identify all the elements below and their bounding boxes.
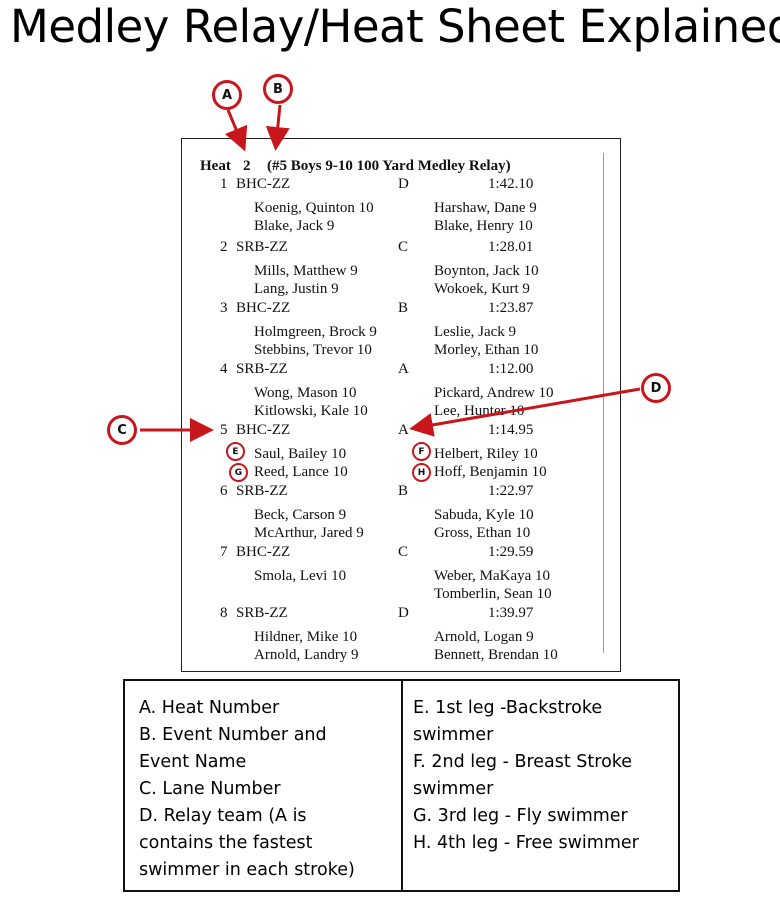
relay-letter: C bbox=[398, 544, 409, 560]
seed-time: 1:23.87 bbox=[488, 300, 534, 316]
heat-sheet: Heat 2 (#5 Boys 9-10 100 Yard Medley Relay… bbox=[181, 138, 621, 672]
lane-number: 4 bbox=[220, 361, 228, 377]
swimmer-name: Saul, Bailey 10 bbox=[254, 446, 347, 462]
lane-number: 5 bbox=[220, 422, 228, 438]
legend-item: A. Heat Number bbox=[139, 698, 280, 718]
seed-time: 1:12.00 bbox=[488, 361, 534, 377]
team-name: SRB-ZZ bbox=[236, 239, 288, 255]
swimmer-name: Arnold, Logan 9 bbox=[434, 629, 534, 645]
legend-right-column: E. 1st leg -Backstroke swimmer F. 2nd leg … bbox=[413, 695, 675, 857]
swimmer-name: Koenig, Quinton 10 bbox=[254, 200, 374, 216]
relay-letter: D bbox=[398, 605, 409, 621]
marker-d: D bbox=[641, 373, 671, 403]
legend-item: D. Relay team (A is bbox=[139, 806, 307, 826]
swimmer-name: Stebbins, Trevor 10 bbox=[254, 342, 372, 358]
seed-time: 1:28.01 bbox=[488, 239, 534, 255]
swimmer-name: Hildner, Mike 10 bbox=[254, 629, 358, 645]
legend-item: H. 4th leg - Free swimmer bbox=[413, 833, 639, 853]
swimmer-name: Blake, Henry 10 bbox=[434, 218, 533, 234]
seed-time: 1:42.10 bbox=[488, 176, 534, 192]
team-name: BHC-ZZ bbox=[236, 544, 291, 560]
swimmer-name: Mills, Matthew 9 bbox=[254, 263, 358, 279]
swimmer-name: Beck, Carson 9 bbox=[254, 507, 347, 523]
marker-g: G bbox=[229, 463, 248, 482]
legend-item: B. Event Number and bbox=[139, 725, 327, 745]
relay-letter: B bbox=[398, 300, 409, 316]
heat-number: 2 bbox=[243, 158, 251, 174]
relay-letter: A bbox=[398, 422, 409, 438]
event-name: (#5 Boys 9-10 100 Yard Medley Relay) bbox=[267, 158, 511, 174]
lane-number: 1 bbox=[220, 176, 228, 192]
swimmer-name: Leslie, Jack 9 bbox=[434, 324, 517, 340]
relay-letter: C bbox=[398, 239, 409, 255]
legend-item: swimmer bbox=[413, 779, 494, 799]
legend-item: F. 2nd leg - Breast Stroke bbox=[413, 752, 633, 772]
swimmer-name: Tomberlin, Sean 10 bbox=[434, 586, 552, 602]
relay-letter: A bbox=[398, 361, 409, 377]
team-name: BHC-ZZ bbox=[236, 422, 291, 438]
swimmer-name: Smola, Levi 10 bbox=[254, 568, 347, 584]
page-title: Medley Relay/Heat Sheet Explained bbox=[10, 0, 780, 53]
swimmer-name: Morley, Ethan 10 bbox=[434, 342, 539, 358]
seed-time: 1:39.97 bbox=[488, 605, 534, 621]
relay-letter: B bbox=[398, 483, 409, 499]
swimmer-name: Lee, Hunter 10 bbox=[434, 403, 525, 419]
relay-letter: D bbox=[398, 176, 409, 192]
swimmer-name: Arnold, Landry 9 bbox=[254, 647, 359, 663]
swimmer-name: Pickard, Andrew 10 bbox=[434, 385, 554, 401]
seed-time: 1:22.97 bbox=[488, 483, 534, 499]
swimmer-name: Helbert, Riley 10 bbox=[434, 446, 538, 462]
swimmer-name: Boynton, Jack 10 bbox=[434, 263, 539, 279]
seed-time: 1:29.59 bbox=[488, 544, 534, 560]
marker-b: B bbox=[263, 74, 293, 104]
team-name: SRB-ZZ bbox=[236, 483, 288, 499]
marker-a: A bbox=[212, 80, 242, 110]
swimmer-name: Wong, Mason 10 bbox=[254, 385, 357, 401]
swimmer-name: Holmgreen, Brock 9 bbox=[254, 324, 377, 340]
lane-number: 6 bbox=[220, 483, 228, 499]
legend-item: swimmer bbox=[413, 725, 494, 745]
swimmer-name: Blake, Jack 9 bbox=[254, 218, 335, 234]
legend-divider bbox=[401, 681, 403, 890]
team-name: SRB-ZZ bbox=[236, 605, 288, 621]
swimmer-name: Gross, Ethan 10 bbox=[434, 525, 531, 541]
swimmer-name: Bennett, Brendan 10 bbox=[434, 647, 558, 663]
marker-h: H bbox=[412, 463, 431, 482]
team-name: BHC-ZZ bbox=[236, 176, 291, 192]
swimmer-name: Harshaw, Dane 9 bbox=[434, 200, 537, 216]
legend-item: C. Lane Number bbox=[139, 779, 281, 799]
lane-number: 8 bbox=[220, 605, 228, 621]
swimmer-name: Kitlowski, Kale 10 bbox=[254, 403, 368, 419]
lane-number: 3 bbox=[220, 300, 228, 316]
swimmer-name: Reed, Lance 10 bbox=[254, 464, 348, 480]
swimmer-name: Wokoek, Kurt 9 bbox=[434, 281, 530, 297]
legend-item: Event Name bbox=[139, 752, 247, 772]
marker-f: F bbox=[412, 442, 431, 461]
marker-c: C bbox=[107, 415, 137, 445]
marker-e: E bbox=[226, 442, 245, 461]
swimmer-name: Lang, Justin 9 bbox=[254, 281, 339, 297]
lane-number: 7 bbox=[220, 544, 228, 560]
swimmer-name: Hoff, Benjamin 10 bbox=[434, 464, 547, 480]
team-name: BHC-ZZ bbox=[236, 300, 291, 316]
legend-item: G. 3rd leg - Fly swimmer bbox=[413, 806, 628, 826]
legend-item: E. 1st leg -Backstroke bbox=[413, 698, 603, 718]
swimmer-name: Weber, MaKaya 10 bbox=[434, 568, 551, 584]
swimmer-name: Sabuda, Kyle 10 bbox=[434, 507, 534, 523]
legend-item: contains the fastest bbox=[139, 833, 313, 853]
heat-label: Heat bbox=[200, 158, 231, 174]
swimmer-name: McArthur, Jared 9 bbox=[254, 525, 364, 541]
lane-number: 2 bbox=[220, 239, 228, 255]
team-name: SRB-ZZ bbox=[236, 361, 288, 377]
sheet-rule bbox=[603, 153, 604, 653]
seed-time: 1:14.95 bbox=[488, 422, 534, 438]
legend-item: swimmer in each stroke) bbox=[139, 860, 355, 880]
